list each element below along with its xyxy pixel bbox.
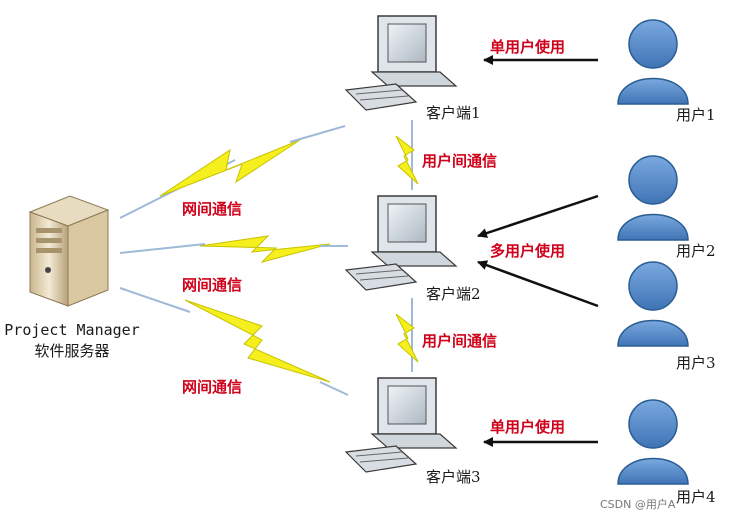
inter-user-label-2: 用户间通信 [422,332,497,350]
usage-arrow-user2 [477,194,599,238]
usage-label-3: 单用户使用 [490,418,565,436]
network-label-2: 网间通信 [182,276,242,294]
watermark: CSDN @用户A [600,497,676,511]
client-label-2: 客户端2 [426,285,481,303]
network-link-1 [119,125,346,219]
inter-user-link-1 [395,120,419,190]
network-label-1: 网间通信 [182,200,242,218]
client-label-1: 客户端1 [426,104,481,122]
user-label-1: 用户1 [676,106,716,124]
user-label-3: 用户3 [676,354,716,372]
user-icon-3 [617,261,689,347]
inter-user-link-2 [395,298,419,372]
user-icon-4 [617,399,689,485]
network-link-3 [119,287,349,396]
network-label-3: 网间通信 [182,378,242,396]
network-link-2 [119,235,348,263]
usage-arrow-user3 [477,260,599,308]
user-label-4: 用户4 [676,488,716,506]
client-computer-3 [344,377,458,473]
client-computer-2 [344,195,458,291]
usage-label-2: 多用户使用 [490,242,565,260]
client-label-3: 客户端3 [426,468,481,486]
server-name: Project Manager [4,321,139,339]
server-subtitle: 软件服务器 [34,342,109,360]
server-tower [28,195,110,307]
user-icon-2 [617,155,689,241]
client-computer-1 [344,15,458,111]
usage-label-1: 单用户使用 [490,38,565,56]
user-label-2: 用户2 [676,242,716,260]
user-icon-1 [617,19,689,105]
inter-user-label-1: 用户间通信 [422,152,497,170]
